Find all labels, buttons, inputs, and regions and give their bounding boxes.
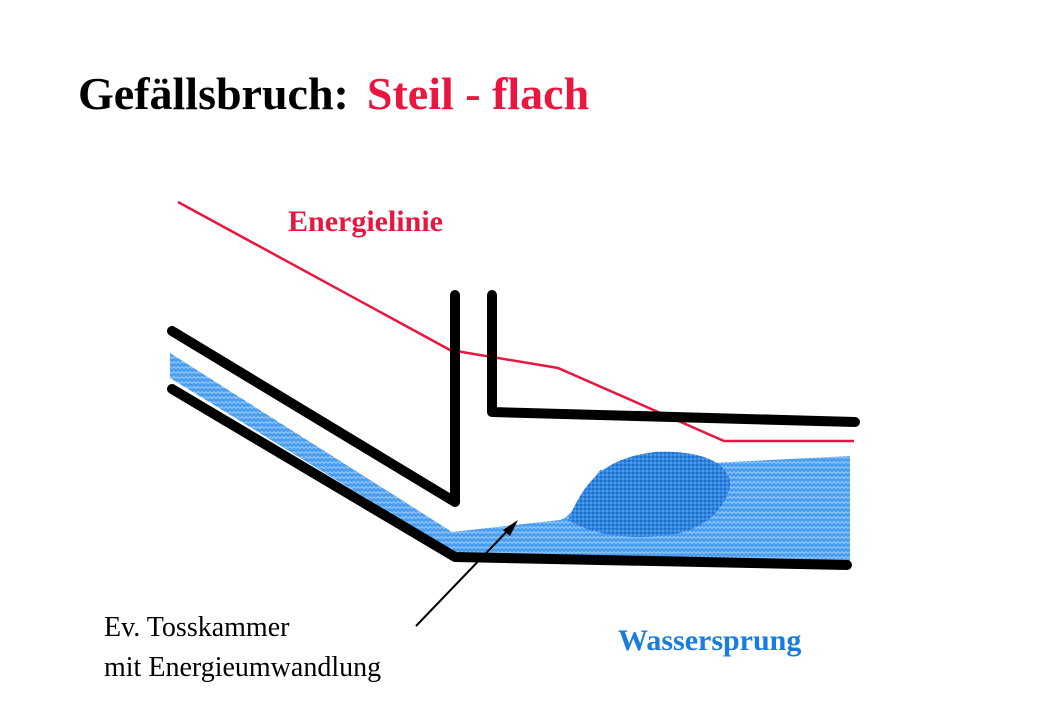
page-title: Gefällsbruch: Steil - flach <box>78 68 589 119</box>
energy-line <box>177 200 854 443</box>
hydraulic-jump-label: Wassersprung <box>618 624 801 657</box>
title-highlight: Steil - flach <box>367 68 589 119</box>
stilling-basin-label-line2: mit Energieumwandlung <box>104 652 381 683</box>
channel-bed <box>167 384 852 570</box>
arrow-head-icon <box>503 520 518 536</box>
upper-wall-flat <box>487 290 860 427</box>
stilling-basin-pointer <box>415 523 515 627</box>
title-prefix: Gefällsbruch: <box>78 68 349 119</box>
stilling-basin-label-line1: Ev. Tosskammer <box>104 612 290 643</box>
upper-wall-steep <box>167 290 460 507</box>
energy-line-label: Energielinie <box>288 205 443 238</box>
hydraulic-jump-roller <box>568 451 730 537</box>
